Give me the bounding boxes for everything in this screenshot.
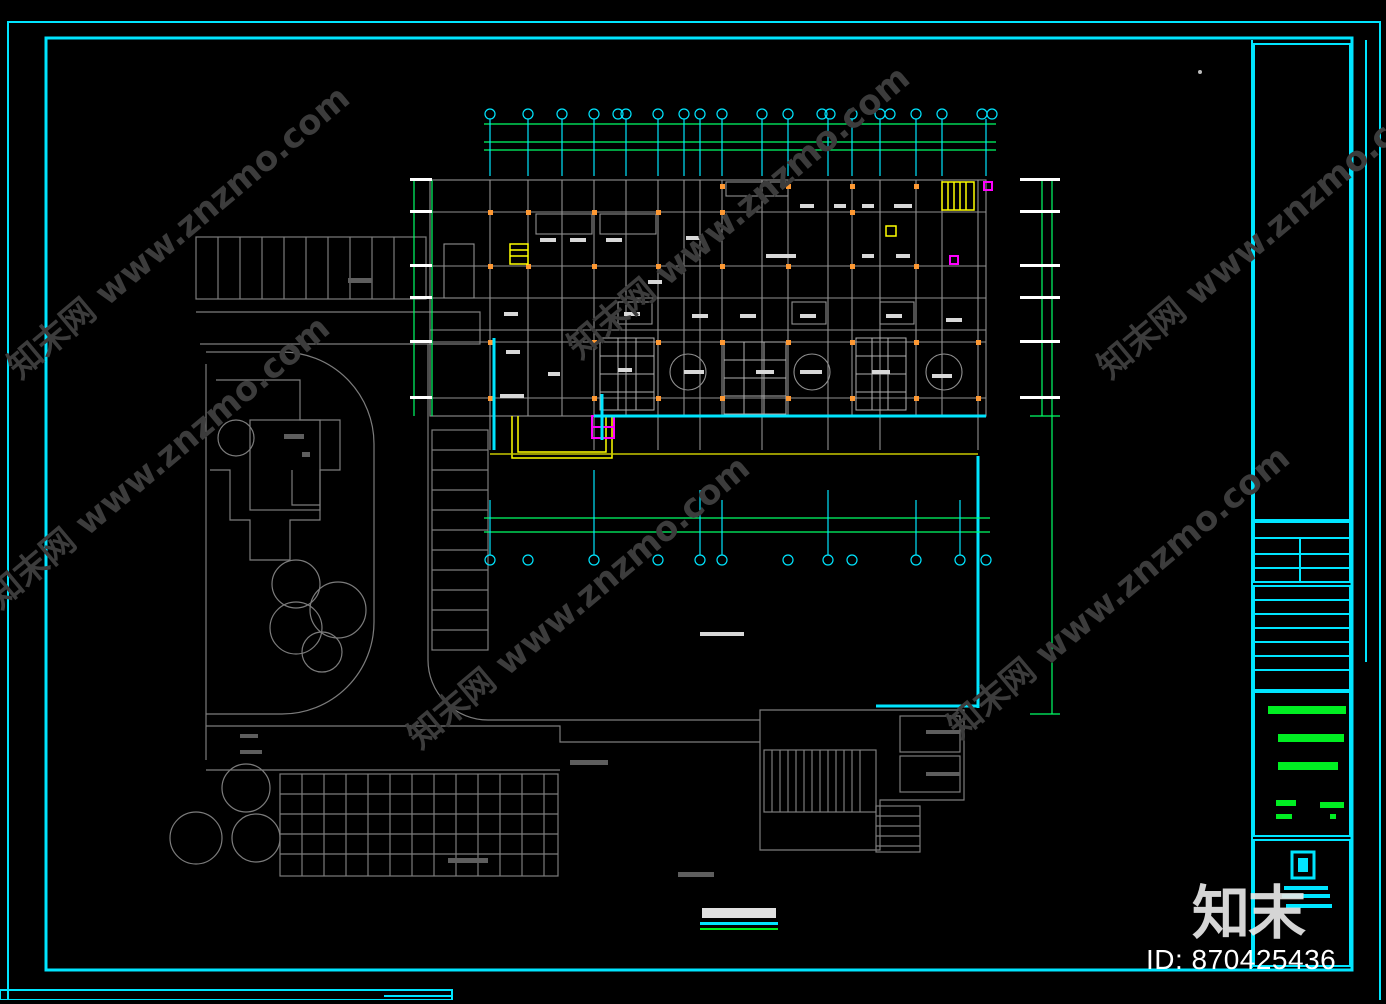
site-plan-linework [169, 236, 965, 877]
drawing-title-block [700, 908, 778, 930]
dimension-lines-top [484, 123, 996, 151]
dimension-lines-bottom [484, 517, 990, 533]
floor-plan-building [429, 179, 987, 450]
axis-bubbles-top [484, 108, 998, 176]
outer-border [7, 21, 1381, 1004]
title-block [1251, 40, 1351, 968]
title-block-company-logo [1282, 850, 1332, 908]
axis-bubbles-bottom [484, 470, 992, 566]
title-block-green-bars [1268, 706, 1346, 819]
cyan-walls [492, 338, 986, 708]
floor-plan-hatch [599, 337, 907, 415]
inner-border [44, 36, 1354, 972]
diagonal-watermarks: 知末网 www.znzmo.com 知末网 www.znzmo.com 知末网 … [0, 58, 1386, 757]
column-markers [488, 184, 981, 401]
watermark-id: ID: 870425436 [1146, 944, 1337, 975]
svg-text:知末网 www.znzmo.com: 知末网 www.znzmo.com [1090, 78, 1386, 387]
watermark-logo: 知末 [1192, 879, 1306, 947]
dimension-ticks [410, 178, 1060, 399]
room-labels [500, 204, 962, 636]
drawing-frame [0, 21, 1381, 1004]
site-small-labels [240, 278, 960, 877]
svg-text:知末网 www.znzmo.com: 知末网 www.znzmo.com [400, 448, 758, 757]
north-arrow-icon [1198, 70, 1202, 74]
stair-highlight [509, 181, 975, 459]
svg-text:知末网 www.znzmo.com: 知末网 www.znzmo.com [940, 438, 1298, 747]
